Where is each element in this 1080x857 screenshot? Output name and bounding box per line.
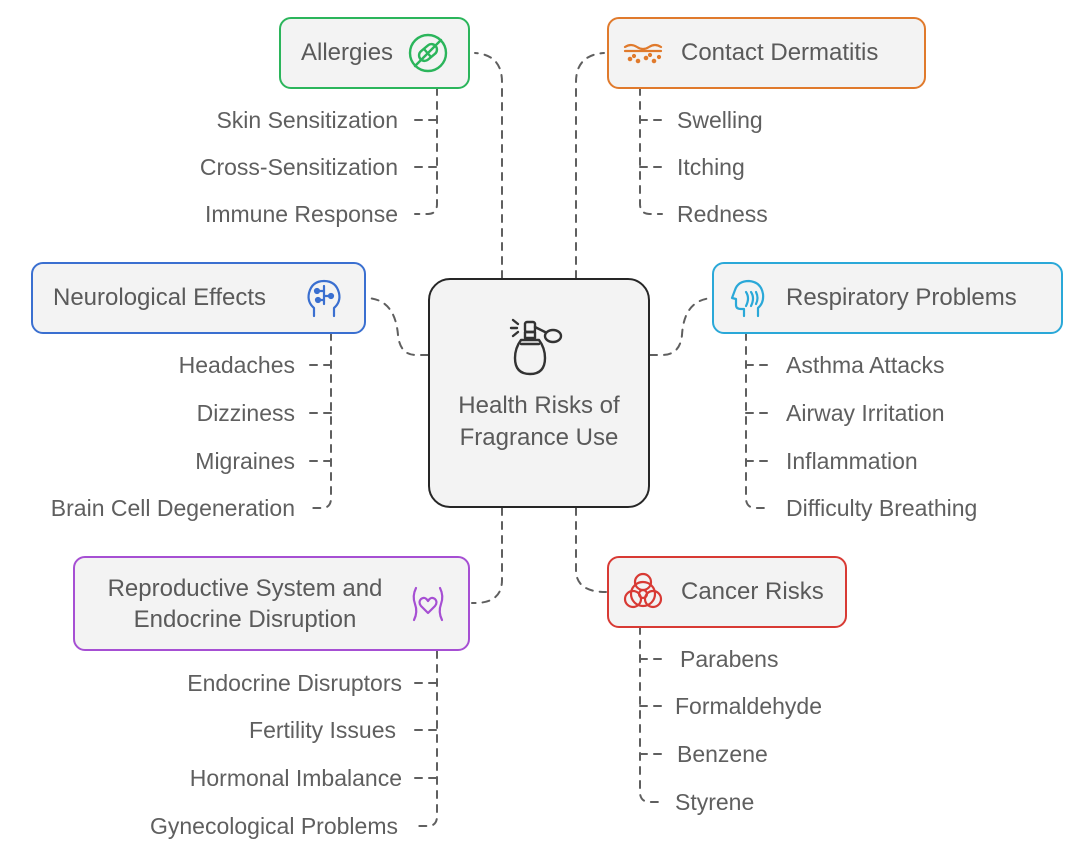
branch-cancer-label: Cancer Risks xyxy=(681,578,824,605)
biohazard-icon xyxy=(623,572,663,609)
branch-cancer-risks: Cancer Risks xyxy=(607,556,847,628)
brain-head-icon xyxy=(307,279,341,318)
connector-allergies xyxy=(474,52,503,279)
list-item: Skin Sensitization xyxy=(216,107,398,133)
perfume-bottle-icon xyxy=(509,318,563,376)
branch-reproductive-label: Reproductive System and Endocrine Disrup… xyxy=(95,573,395,635)
connector-allergies-items xyxy=(414,87,438,215)
list-item: Cross-Sensitization xyxy=(199,154,398,180)
connector-contact-dermatitis xyxy=(575,52,605,279)
list-item: Endocrine Disruptors xyxy=(187,670,402,696)
respiratory-head-icon xyxy=(730,279,765,318)
connector-neurological xyxy=(367,297,429,356)
branch-allergies: Allergies xyxy=(279,17,470,89)
list-item: Itching xyxy=(677,154,745,180)
connector-respiratory-items xyxy=(745,332,769,509)
list-item: Inflammation xyxy=(786,448,918,474)
list-item: Benzene xyxy=(677,741,768,767)
list-item: Fertility Issues xyxy=(249,717,396,743)
connector-neurological-items xyxy=(309,332,332,509)
branch-reproductive-system: Reproductive System and Endocrine Disrup… xyxy=(73,556,470,651)
list-item: Hormonal Imbalance xyxy=(189,765,402,791)
connector-reproductive xyxy=(471,507,503,605)
no-pill-icon xyxy=(408,33,448,73)
list-item: Brain Cell Degeneration xyxy=(50,495,295,521)
branch-reproductive-label-line1: Reproductive System and xyxy=(107,574,383,602)
list-item: Asthma Attacks xyxy=(786,352,945,378)
list-item: Parabens xyxy=(680,646,779,672)
connector-dermatitis-items xyxy=(639,87,663,215)
branch-reproductive-label-line2: Endocrine Disruption xyxy=(133,605,357,633)
connector-cancer-items xyxy=(639,626,663,803)
list-item: Redness xyxy=(677,201,768,227)
central-topic: Health Risks of Fragrance Use xyxy=(428,278,650,508)
list-item: Gynecological Problems xyxy=(149,813,398,839)
list-item: Immune Response xyxy=(204,201,398,227)
list-item: Headaches xyxy=(178,352,295,378)
connector-cancer xyxy=(575,507,607,593)
connector-respiratory xyxy=(649,297,713,356)
branch-neurological-label: Neurological Effects xyxy=(53,284,266,311)
branch-contact-dermatitis-label: Contact Dermatitis xyxy=(681,39,879,66)
branch-respiratory-problems: Respiratory Problems xyxy=(712,262,1063,334)
branch-neurological-effects: Neurological Effects xyxy=(31,262,366,334)
list-item: Swelling xyxy=(677,107,763,133)
list-item: Styrene xyxy=(675,789,755,815)
branch-respiratory-label: Respiratory Problems xyxy=(786,284,1017,311)
list-item: Airway Irritation xyxy=(786,400,945,426)
list-item: Formaldehyde xyxy=(675,693,823,719)
list-item: Dizziness xyxy=(196,400,295,426)
branch-allergies-label: Allergies xyxy=(301,39,394,66)
connector-reproductive-items xyxy=(414,650,438,827)
womb-heart-icon xyxy=(412,586,444,621)
list-item: Difficulty Breathing xyxy=(786,495,978,521)
list-item: Migraines xyxy=(195,448,295,474)
branch-contact-dermatitis: Contact Dermatitis xyxy=(607,17,926,89)
skin-rash-icon xyxy=(623,43,663,64)
central-topic-title: Health Risks of Fragrance Use xyxy=(458,392,620,451)
